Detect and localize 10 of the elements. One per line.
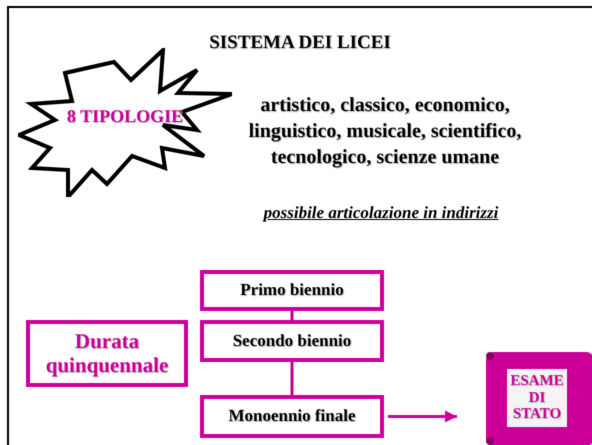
starburst-badge: 8 TIPOLOGIE	[18, 48, 232, 197]
process-box: Primo biennio	[200, 270, 384, 311]
note-text: possibile articolazione in indirizzi	[262, 203, 500, 223]
connector-line	[290, 362, 294, 395]
list-text: artistico, classico, economico, linguistico, musicale, scientifico, tecnologico, scienze umane	[248, 93, 522, 170]
process-box: Monoennio finale	[200, 395, 384, 438]
process-box: Secondo biennio	[200, 320, 384, 362]
connector-line	[290, 311, 294, 320]
process-box: Durata quinquennale	[26, 320, 188, 387]
arrow	[388, 410, 457, 422]
